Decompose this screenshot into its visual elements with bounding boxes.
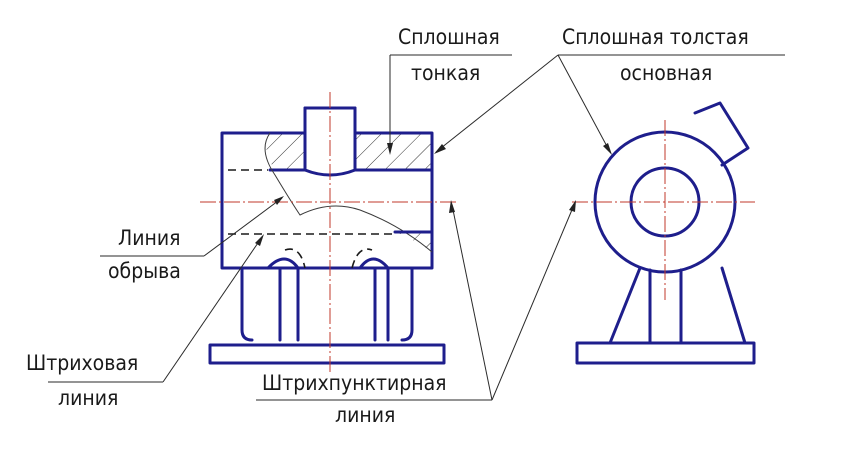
label-dashed-line-arrow bbox=[255, 234, 264, 246]
label-solid-thin-arrow bbox=[387, 143, 393, 155]
side-boss bbox=[693, 101, 750, 167]
label-solid-thick-leader-left bbox=[435, 54, 559, 153]
section-hatch-top bbox=[266, 133, 305, 170]
label-break-line-line1: Линия bbox=[118, 226, 180, 250]
leg-outer-right bbox=[400, 266, 414, 342]
section-hatch-lower bbox=[395, 232, 432, 252]
label-dashed-line: Штриховая линия bbox=[26, 234, 264, 410]
label-solid-thick-line2: основная bbox=[620, 61, 712, 85]
label-dash-dot-line-arrow-left bbox=[449, 200, 455, 213]
label-break-line: Линия обрыва bbox=[100, 196, 284, 283]
section-hatch-top-right bbox=[355, 133, 432, 170]
label-solid-thin-line2: тонкая bbox=[411, 61, 480, 85]
label-break-line-leader bbox=[203, 197, 283, 257]
label-dash-dot-line: Штрихпунктирная линия bbox=[256, 200, 576, 427]
label-dash-dot-line-arrow-right bbox=[569, 200, 576, 212]
front-view bbox=[200, 92, 456, 372]
leg-outer-left bbox=[240, 266, 254, 342]
label-solid-thick-arrow-right bbox=[603, 143, 612, 155]
label-solid-thick-leader-right bbox=[557, 54, 611, 153]
label-dashed-line-leader bbox=[162, 236, 263, 383]
side-support-slopes bbox=[608, 266, 747, 345]
hidden-rib-left bbox=[284, 248, 306, 269]
rib-left bbox=[266, 257, 300, 342]
base-plate bbox=[208, 343, 446, 365]
rib-right bbox=[358, 257, 390, 342]
label-break-line-line2: обрыва bbox=[108, 259, 181, 283]
side-base-plate bbox=[575, 341, 756, 365]
side-view bbox=[572, 101, 756, 365]
label-dash-dot-line-leader-left bbox=[451, 204, 493, 401]
label-dash-dot-line-line2: линия bbox=[335, 403, 395, 427]
label-solid-thin-line1: Сплошная bbox=[398, 25, 500, 49]
label-solid-thick: Сплошная толстая основная bbox=[434, 25, 785, 155]
label-solid-thin: Сплошная тонкая bbox=[387, 25, 512, 155]
label-dashed-line-line2: линия bbox=[58, 386, 118, 410]
label-dash-dot-line-line1: Штрихпунктирная bbox=[262, 371, 447, 395]
label-break-line-arrow bbox=[274, 196, 284, 205]
label-dash-dot-line-leader-right bbox=[491, 204, 575, 401]
hidden-rib-right bbox=[351, 248, 373, 269]
break-line-curve bbox=[264, 132, 433, 253]
label-solid-thick-arrow-left bbox=[434, 144, 446, 154]
label-solid-thick-line1: Сплошная толстая bbox=[562, 25, 749, 49]
label-dashed-line-line1: Штриховая bbox=[26, 351, 138, 375]
body-outline bbox=[220, 106, 434, 270]
